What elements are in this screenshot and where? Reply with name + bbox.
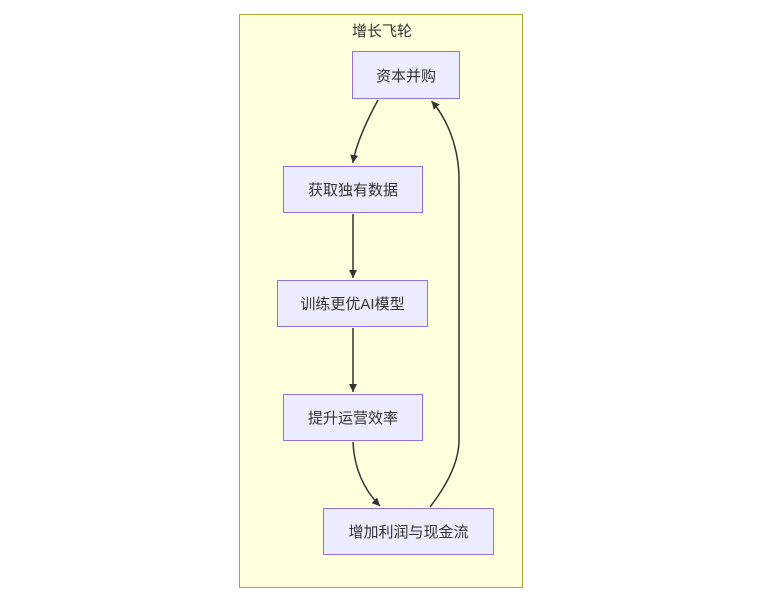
node-label: 获取独有数据 bbox=[307, 182, 398, 199]
node-label: 训练更优AI模型 bbox=[300, 296, 405, 313]
node-train-better-ai-model: 训练更优AI模型 bbox=[277, 280, 428, 327]
node-capital-ma: 资本并购 bbox=[352, 51, 460, 99]
node-increase-profit-cashflow: 增加利润与现金流 bbox=[323, 508, 494, 555]
node-improve-operational-efficiency: 提升运营效率 bbox=[283, 394, 423, 441]
node-label: 资本并购 bbox=[375, 67, 436, 85]
subgraph-title: 增长飞轮 bbox=[351, 23, 412, 40]
node-label: 提升运营效率 bbox=[307, 410, 398, 427]
node-label: 增加利润与现金流 bbox=[348, 524, 469, 541]
node-acquire-proprietary-data: 获取独有数据 bbox=[283, 166, 423, 213]
